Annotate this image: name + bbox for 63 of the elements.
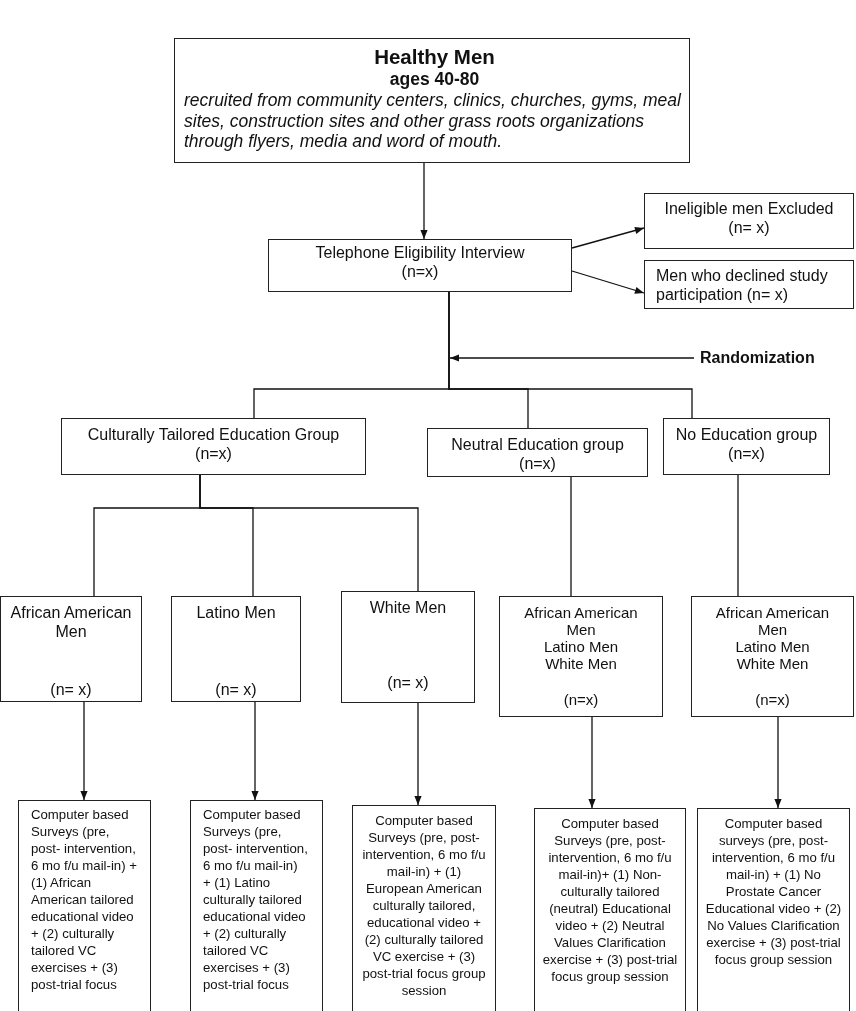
arrow	[571, 226, 645, 249]
connector-line	[737, 474, 739, 597]
box-text: (n=x)	[754, 691, 791, 708]
box-text: Latino Men	[542, 638, 620, 655]
box-text: No Education group	[674, 425, 819, 444]
process-box	[644, 260, 854, 309]
box-text: Men who declined study participation (n= x)	[656, 266, 829, 304]
arrow	[80, 701, 88, 801]
process-box	[341, 591, 475, 703]
box-text: Computer based surveys (pre, post-intervention, 6 mo f/u mail-in) + (1) No Prostate Cancer Educational video + (2) No Values Clarification exercise + (3) post-trial focus group session	[704, 815, 843, 968]
process-box	[644, 193, 854, 249]
process-box	[174, 38, 690, 163]
box-text: Computer based Surveys (pre, post-intervention, 6 mo f/u mail-in)+ (1) Non-culturally tailored (neutral) Educational video + (2) Neutral Values Clarification exercise + (3) post-trial focus group session	[541, 815, 679, 985]
box-text: African American Men	[714, 604, 831, 638]
arrow	[414, 702, 422, 806]
box-text: African American Men	[523, 604, 639, 638]
box-text: White Men	[735, 655, 810, 672]
box-text: (n= x)	[727, 218, 771, 237]
arrow	[251, 701, 259, 801]
process-box	[0, 596, 142, 702]
process-box	[534, 808, 686, 1011]
arrow	[588, 716, 596, 809]
process-box	[663, 418, 830, 475]
process-box	[18, 800, 151, 1011]
box-text: Computer based Surveys (pre, post-intervention, 6 mo f/u mail-in) + (1) European American culturally tailored, educational video + (2) culturally tailored VC exercise + (3) post-trial focus group session	[361, 812, 487, 999]
box-text: Healthy Men	[373, 45, 496, 69]
box-text: African American Men	[9, 603, 133, 641]
box-text: Computer based Surveys (pre, post- intervention, 6 mo f/u mail-in) + (1) Latino culturally tailored educational video + (2) culturally tailored VC exercises + (3) post-trial focus	[203, 806, 308, 993]
box-text: (n= x)	[214, 680, 258, 699]
connector-line	[570, 476, 572, 597]
box-text: Telephone Eligibility Interview	[314, 243, 526, 262]
box-text: (n=x)	[400, 262, 440, 281]
process-box	[171, 596, 301, 702]
box-text: Culturally Tailored Education Group	[86, 425, 341, 444]
box-text: recruited from community centers, clinics, churches, gyms, meal sites, construction sites and other grass roots organizations through flyers, media and word of mouth.	[184, 90, 683, 152]
box-text: Ineligible men Excluded	[663, 199, 835, 218]
box-text: (n= x)	[386, 673, 430, 692]
process-box	[697, 808, 850, 1011]
box-text: (n=x)	[562, 691, 600, 708]
box-text: White Men	[544, 655, 618, 672]
box-text: Latino Men	[195, 603, 277, 622]
process-box	[499, 596, 663, 717]
process-box	[427, 428, 648, 477]
box-text: (n= x)	[49, 680, 93, 699]
leader-arrow	[449, 354, 695, 362]
process-box	[268, 239, 572, 292]
box-text: Computer based Surveys (pre, post- intervention, 6 mo f/u mail-in) + (1) African American tailored educational video + (2) culturally tailored VC exercises + (3) post-trial focus	[31, 806, 138, 993]
box-text: (n=x)	[727, 444, 766, 463]
process-box	[61, 418, 366, 475]
box-text: (n=x)	[194, 444, 233, 463]
connector-line	[199, 474, 419, 592]
box-text: Neutral Education group	[450, 435, 625, 454]
process-box	[352, 805, 496, 1011]
connector-line	[448, 291, 693, 419]
box-text: ages 40-80	[388, 69, 481, 90]
box-text: (n=x)	[518, 454, 557, 473]
arrow	[420, 162, 428, 240]
arrow	[571, 270, 645, 294]
arrow	[774, 716, 782, 809]
process-box	[691, 596, 854, 717]
box-text: White Men	[368, 598, 448, 617]
process-box	[190, 800, 323, 1011]
box-text: Latino Men	[734, 638, 811, 655]
